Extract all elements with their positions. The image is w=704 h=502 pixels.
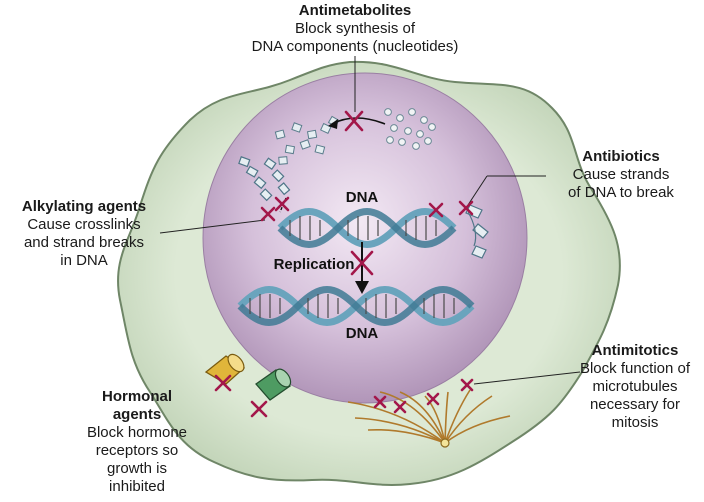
dna-label-bottom: DNA [346,325,379,342]
block-x-antibiotics-1 [428,202,444,218]
hormone-receptor-green [255,368,292,401]
block-x-antibiotics-2 [458,200,474,216]
nucleotide-blocks [274,115,340,165]
antimetabolites-title: Antimetabolites [298,2,412,19]
block-x-hormone-1 [214,374,232,392]
alkylating-leader [159,219,266,234]
hormonal-line-2: receptors so [95,442,179,459]
antimetabolites-line-2: DNA components (nucleotides) [251,38,459,55]
antimitotics-title: Antimitotics [591,342,679,359]
hormonal-title-1: Hormonal [101,388,172,405]
replication-arrowhead [355,281,369,294]
antimitotics-line-4: mitosis [611,414,659,431]
antibiotics-line-2: of DNA to break [568,184,674,201]
antibiotics-title: Antibiotics [582,148,660,165]
alkylating-label: Alkylating agents Cause crosslinks and s… [0,198,168,270]
nucleus [202,72,528,404]
antibiotics-label: Antibiotics Cause strands of DNA to brea… [546,148,696,202]
block-x-antimetabolites [344,110,364,132]
hormonal-label: Hormonal agents Block hormone receptors … [72,388,202,496]
block-x-replication [350,250,374,276]
alkylating-line-1: Cause crosslinks [27,216,141,233]
antibiotics-line-1: Cause strands [572,166,670,183]
block-x-mitotic-4 [460,378,474,392]
hormonal-line-1: Block hormone [86,424,188,441]
block-x-alkylating-1 [260,206,276,222]
block-x-mitotic-2 [393,400,407,414]
centrosome [440,438,450,448]
antimetabolites-line-1: Block synthesis of [294,20,416,37]
antimetabolites-label: Antimetabolites Block synthesis of DNA c… [238,2,472,56]
replication-label: Replication [274,256,355,273]
block-x-mitotic-3 [426,392,440,406]
dna-broken-left [238,156,291,202]
hormonal-line-4: inhibited [109,478,165,495]
antimitotics-line-2: microtubules [592,378,678,395]
dna-label-top: DNA [346,189,379,206]
dna-helix-bottom [237,286,475,326]
alkylating-line-3: in DNA [60,252,108,269]
dna-broken-right [465,204,489,259]
block-x-alkylating-2 [274,196,290,212]
hormonal-title-2: agents [112,406,162,423]
antimitotics-leader [473,371,581,385]
block-x-marks [214,110,474,418]
precursor-dots [384,108,436,150]
alkylating-line-2: and strand breaks [23,234,145,251]
hormonal-line-3: growth is [106,460,168,477]
block-x-hormone-2 [250,400,268,418]
antimitotics-line-3: necessary for [589,396,681,413]
block-x-mitotic-1 [373,395,387,409]
alkylating-title: Alkylating agents [21,198,147,215]
antimitotics-line-1: Block function of [579,360,691,377]
microtubules [347,389,511,444]
antimitotics-label: Antimitotics Block function of microtubu… [568,342,702,432]
dna-helix-top [277,208,457,248]
synthesis-arrowhead [328,119,338,129]
